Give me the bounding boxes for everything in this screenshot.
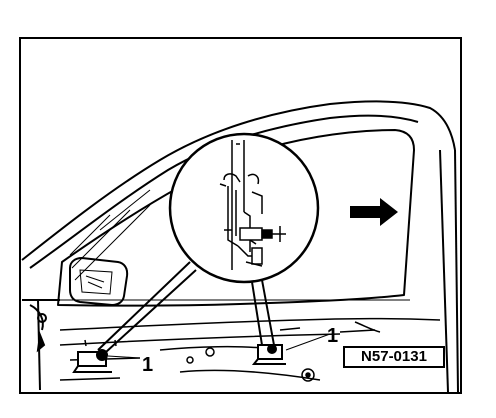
glass-reflection	[69, 189, 151, 281]
reference-label: N57-0131	[343, 346, 445, 368]
door-hinge-area	[29, 299, 47, 391]
window-clamp-left	[72, 349, 112, 373]
side-mirror	[69, 256, 129, 307]
arrow-right-icon	[350, 198, 398, 226]
callout-number-left: 1	[142, 354, 154, 376]
figure-frame	[19, 37, 462, 394]
callout-leaders	[107, 333, 331, 359]
detail-leaders	[97, 261, 275, 353]
callout-number-right: 1	[327, 325, 339, 347]
detail-magnifier	[168, 132, 320, 284]
window-clamp-right	[251, 344, 286, 365]
door-outline	[21, 100, 459, 393]
